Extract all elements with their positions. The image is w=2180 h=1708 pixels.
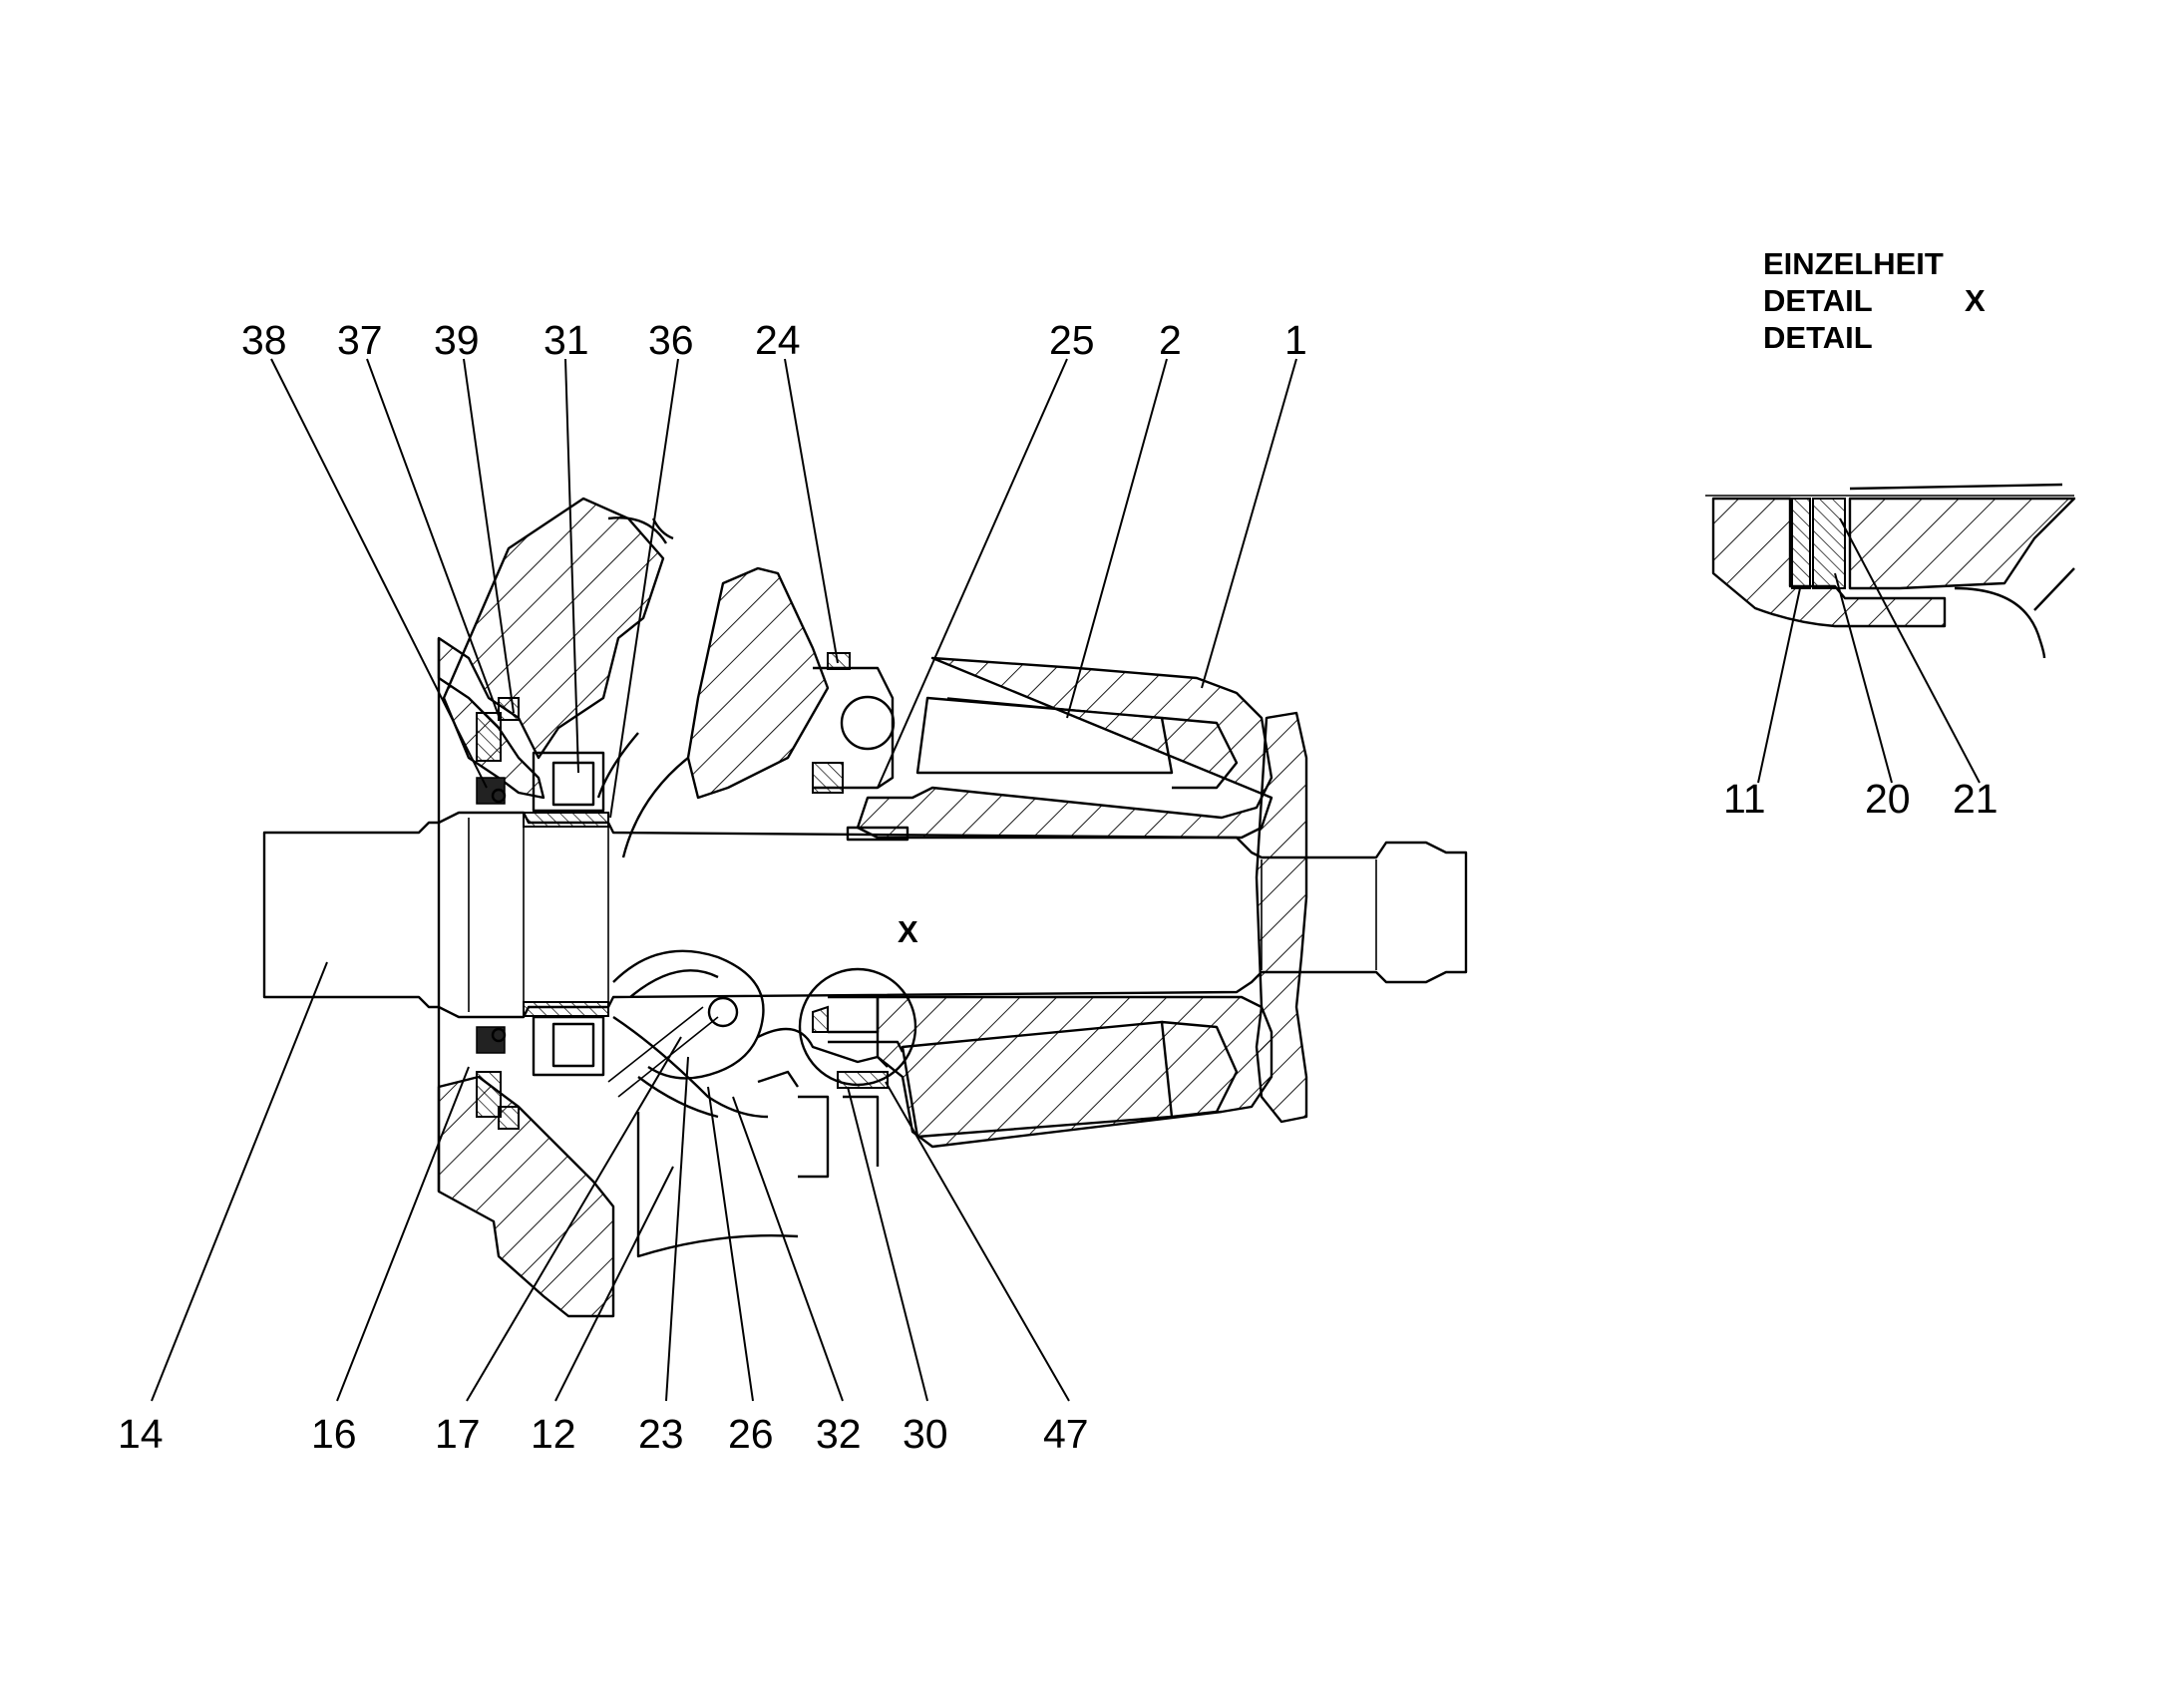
callout-37: 37 [337,317,383,363]
detail-springs [1791,498,1846,589]
swash-plate [686,566,830,800]
shaft-seal-upper [476,697,520,805]
callout-16: 16 [311,1411,357,1457]
detail-title-line1: EINZELHEIT [1763,246,1944,281]
piston-lower [901,1020,1239,1139]
callout-21: 21 [1953,776,1998,822]
callout-2: 2 [1159,317,1182,363]
callout-14: 14 [118,1411,164,1457]
ball-joint [812,652,896,794]
leader-lines [151,358,1981,1402]
callout-20: 20 [1865,776,1911,822]
callout-47: 47 [1043,1411,1089,1457]
callout-39: 39 [434,317,480,363]
view-marker-x: X [898,914,918,949]
callout-11: 11 [1723,776,1766,822]
callout-23: 23 [638,1411,684,1457]
callout-26: 26 [728,1411,774,1457]
motor-assembly [262,497,1468,1318]
callout-30: 30 [903,1411,948,1457]
shaft-seal-lower [476,1026,520,1130]
detail-title-line2: DETAIL [1763,283,1873,318]
bearing-upper [523,751,609,828]
callout-24: 24 [755,317,801,363]
cylinder-barrel-upper [856,656,1273,840]
callout-17: 17 [435,1411,481,1457]
flange-housing-upper [437,497,665,800]
shaft-key [846,826,909,842]
detail-x-inner [812,995,905,1053]
cylinder-barrel-lower [876,995,1273,1149]
callout-1: 1 [1284,317,1307,363]
end-cap [1255,711,1308,1124]
swash-plate-arc [596,732,689,858]
callout-32: 32 [816,1411,862,1457]
callout-36: 36 [648,317,694,363]
callout-38: 38 [241,317,287,363]
detail-view [1705,483,2076,659]
detail-part-right [1848,497,2076,590]
detail-title-line3: DETAIL [1763,320,1873,355]
bearing-lower [523,1001,609,1077]
detail-x-circle [798,967,917,1087]
callout-31: 31 [544,317,589,363]
detail-marker: X [1965,283,1986,318]
callout-25: 25 [1049,317,1095,363]
callout-labels: 38 37 39 31 36 24 25 2 1 14 16 17 12 23 … [118,317,1998,1457]
detail-title-block: EINZELHEIT DETAIL DETAIL X [1763,246,1986,355]
callout-12: 12 [531,1411,576,1457]
